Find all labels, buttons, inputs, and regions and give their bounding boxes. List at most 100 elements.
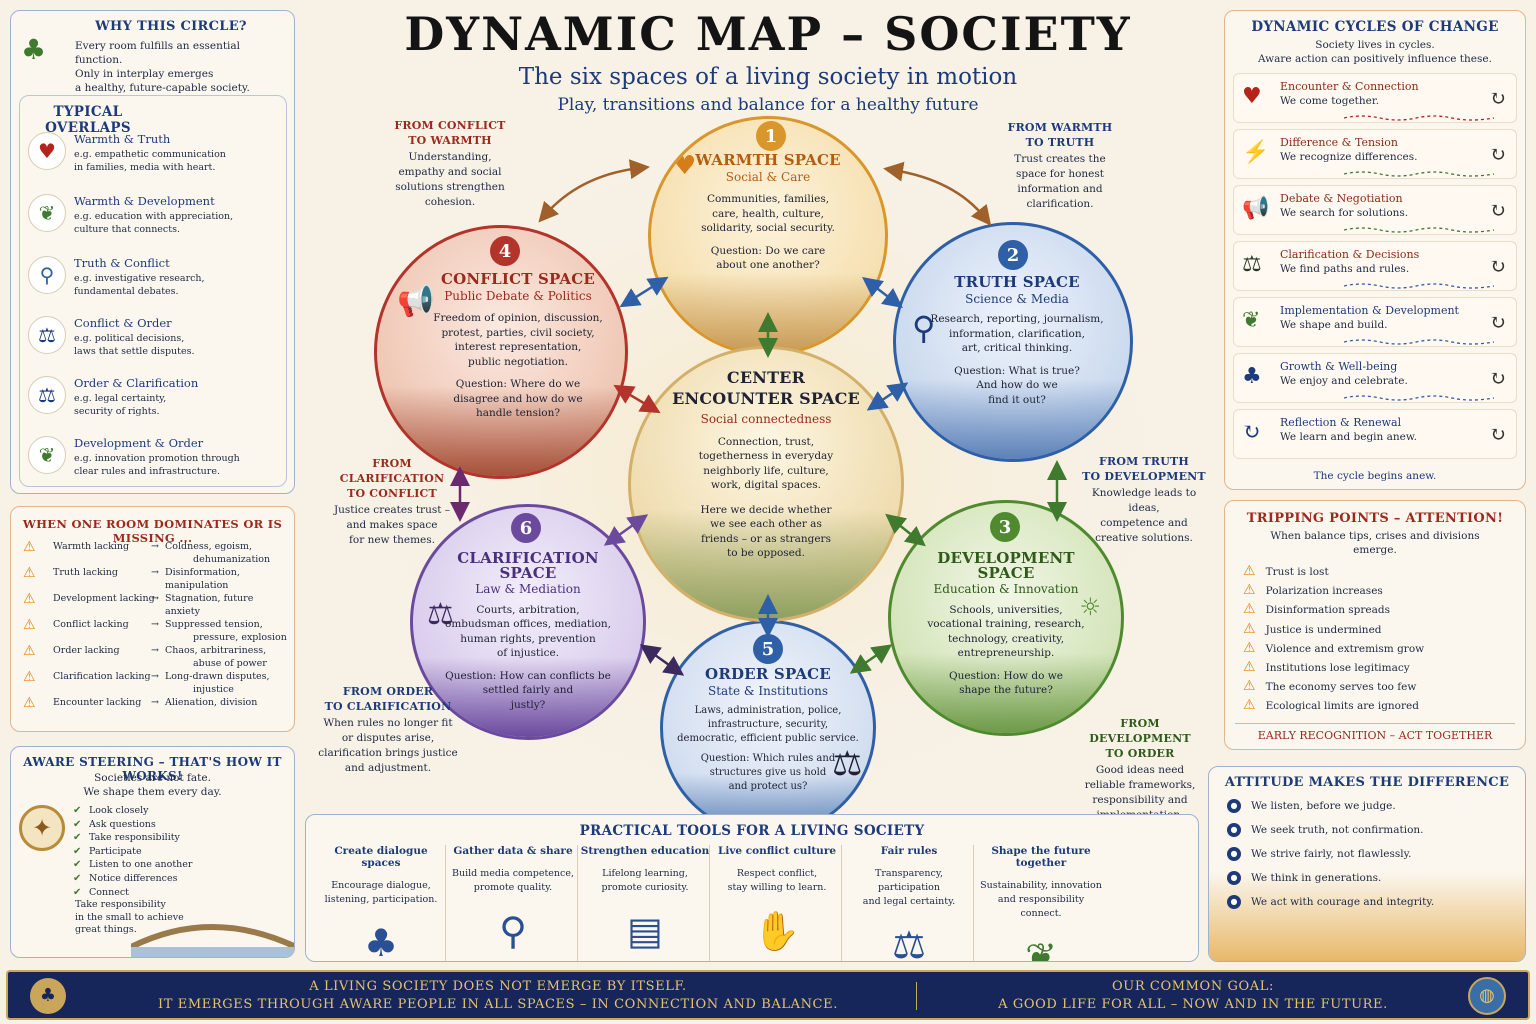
dominates-right: Long-drawn disputes,injustice: [165, 671, 270, 695]
dominates-right: Chaos, arbitrariness,abuse of power: [165, 645, 267, 669]
cycle-title: Debate & Negotiation: [1280, 192, 1403, 205]
leaf-icon: ❦: [28, 436, 66, 474]
checkmark-icon: ✔: [73, 805, 82, 816]
warmth-space-circle: ♥ WARMTH SPACE Social & Care Communities…: [648, 116, 888, 356]
development-number: 3: [990, 512, 1020, 542]
sprout-icon: ❦: [1025, 935, 1057, 962]
steering-item: Connect: [89, 886, 129, 898]
page-title: DYNAMIC MAP – SOCIETY: [404, 7, 1132, 61]
overlaps-title: TYPICAL OVERLAPS: [45, 104, 131, 136]
tipping-title: TRIPPING POINTS – ATTENTION!: [1246, 511, 1504, 526]
attitude-text: We strive fairly, not flawlessly.: [1251, 848, 1412, 860]
attitude-item: ●We seek truth, not confirmation.: [1227, 823, 1424, 837]
attitude-text: We think in generations.: [1251, 872, 1382, 884]
cycles-panel: DYNAMIC CYCLES OF CHANGE Society lives i…: [1224, 10, 1526, 490]
lightbulb-icon: ☼: [1079, 593, 1101, 621]
warmth-illustration: [651, 273, 885, 353]
truth-number: 2: [998, 240, 1028, 270]
leaf-icon: ❦: [1242, 308, 1261, 333]
conflict-illustration: [377, 386, 625, 476]
attitude-text: We act with courage and integrity.: [1251, 896, 1435, 908]
warning-icon: ⚠: [23, 695, 36, 711]
cycle-title: Reflection & Renewal: [1280, 416, 1402, 429]
cycle-text: We come together.: [1280, 95, 1380, 107]
clarification-text: CLARIFICATION SPACE Law & Mediation Cour…: [445, 549, 611, 711]
tools-title: PRACTICAL TOOLS FOR A LIVING SOCIETY: [579, 823, 925, 839]
steering-item: Participate: [89, 845, 142, 857]
checkmark-icon: ✔: [73, 859, 82, 871]
cycles-title: DYNAMIC CYCLES OF CHANGE: [1251, 19, 1499, 35]
tipping-item: ⚠Ecological limits are ignored: [1243, 697, 1419, 713]
warning-icon: ⚠: [1243, 620, 1256, 637]
dominates-left: Conflict lacking: [53, 619, 129, 630]
order-text: ORDER SPACE State & Institutions Laws, a…: [677, 665, 859, 792]
warning-icon: ⚠: [23, 565, 36, 581]
conflict-text: CONFLICT SPACE Public Debate & Politics …: [433, 270, 603, 419]
tipping-item: ⚠Institutions lose legitimacy: [1243, 659, 1410, 675]
tipping-text: When balance tips, crises and divisions …: [1270, 530, 1480, 556]
scales-icon: ⚖: [891, 923, 927, 962]
megaphone-icon: 📢: [1242, 196, 1270, 221]
truth-text: TRUTH SPACE Science & Media Research, re…: [930, 273, 1104, 406]
dominates-left: Clarification lacking: [53, 671, 151, 682]
cycle-text: We learn and begin anew.: [1280, 431, 1417, 443]
heart-icon: ♥: [1242, 84, 1262, 109]
wave-line: [1344, 227, 1494, 233]
cycle-arrows-icon: ↻: [1489, 142, 1506, 166]
tipping-item: ⚠Polarization increases: [1243, 582, 1383, 598]
scales-icon: ⚖: [28, 316, 66, 354]
tools-panel: PRACTICAL TOOLS FOR A LIVING SOCIETY Cre…: [305, 814, 1199, 962]
footer-right: OUR COMMON GOAL: A GOOD LIFE FOR ALL – N…: [998, 979, 1388, 1012]
wave-line: [1344, 283, 1494, 289]
overlap-item: Truth & Conflict e.g. investigative rese…: [74, 256, 205, 297]
arrow-icon: →: [151, 619, 159, 630]
warning-icon: ⚠: [1243, 678, 1256, 695]
arrow-icon: →: [151, 645, 159, 656]
overlap-item: Development & Order e.g. innovation prom…: [74, 436, 240, 477]
overlap-item: Conflict & Order e.g. political decision…: [74, 316, 195, 357]
dominates-right: Suppressed tension,pressure, explosion: [165, 619, 287, 643]
tool-title: Gather data & share: [453, 845, 573, 857]
warning-icon: ⚠: [1243, 601, 1256, 618]
tool-text: Encourage dialogue,listening, participat…: [324, 880, 438, 905]
warning-icon: ⚠: [23, 643, 36, 659]
cycle-text: We shape and build.: [1280, 319, 1388, 331]
cycle-title: Encounter & Connection: [1280, 80, 1419, 93]
globe-icon: ◍: [1468, 977, 1506, 1015]
scales-icon: ⚖: [427, 597, 454, 632]
warning-icon: ⚠: [1243, 563, 1256, 579]
overlap-item: Warmth & Development e.g. education with…: [74, 194, 234, 235]
tool-title: Create dialogue spaces: [334, 845, 428, 869]
dominates-right: Alienation, division: [165, 697, 258, 708]
clarification-illustration: [413, 657, 643, 737]
checkmark-icon: ✔: [73, 845, 82, 857]
warning-icon: ⚠: [1243, 639, 1256, 656]
warning-icon: ⚠: [1243, 582, 1256, 599]
dominates-left: Order lacking: [53, 645, 120, 656]
left-info-panel: ♣ WHY THIS CIRCLE? Every room fulfills a…: [10, 10, 295, 494]
footer-left: A LIVING SOCIETY DOES NOT EMERGE BY ITSE…: [158, 979, 838, 1012]
page-tagline: Play, transitions and balance for a heal…: [557, 95, 979, 115]
attitude-item: ●We strive fairly, not flawlessly.: [1227, 847, 1412, 861]
tool-text: Lifelong learning,promote curiosity.: [601, 868, 689, 893]
attitude-item: ●We think in generations.: [1227, 871, 1381, 885]
tool-divider: [577, 845, 578, 961]
scales-icon: ⚖: [832, 744, 863, 784]
steering-item: Notice differences: [89, 873, 178, 884]
tool-title: Live conflict culture: [717, 845, 837, 857]
compass-icon: ✦: [19, 805, 65, 851]
dominates-left: Development lacking: [53, 593, 155, 604]
arrow-icon: →: [151, 671, 159, 682]
bullet-icon: ●: [1227, 799, 1241, 813]
attitude-panel: ATTITUDE MAKES THE DIFFERENCE ●We listen…: [1208, 766, 1526, 962]
warning-icon: ⚠: [1243, 659, 1256, 675]
wave-line: [1344, 171, 1494, 177]
overlap-item: Warmth & Truth e.g. empathetic communica…: [74, 132, 226, 173]
